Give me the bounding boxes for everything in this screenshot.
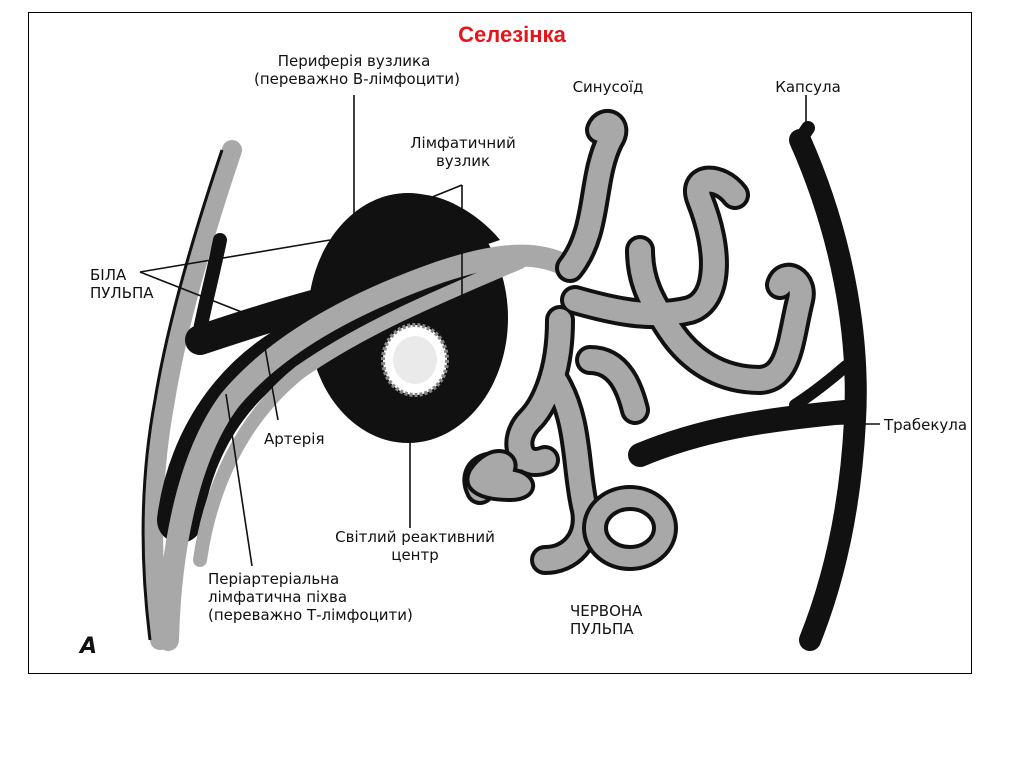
outer-gray-wall	[143, 140, 242, 650]
sinusoids-fill	[466, 113, 812, 571]
label-nodule-periphery-line1: Периферія вузлика	[277, 52, 431, 70]
label-red-pulp-line2: ПУЛЬПА	[570, 620, 634, 638]
slide-title: Селезінка	[458, 22, 566, 47]
central-artery	[157, 244, 581, 651]
label-red-pulp: ЧЕРВОНА ПУЛЬПА	[570, 602, 642, 638]
label-nodule-periphery-line2: (переважно В-лімфоцити)	[254, 70, 461, 88]
sinusoid-ring-fill	[586, 489, 674, 567]
label-lymph-nodule-line1: Лімфатичний	[410, 134, 516, 152]
trabecula-join	[789, 360, 852, 411]
trabecula	[628, 400, 857, 467]
label-white-pulp: БІЛА ПУЛЬПА	[90, 266, 154, 302]
capsule	[789, 129, 867, 651]
label-artery: Артерія	[264, 430, 325, 448]
label-lymph-nodule: Лімфатичний вузлик	[408, 134, 518, 170]
label-pals-line3: (переважно Т-лімфоцити)	[208, 606, 413, 624]
label-germinal-center-line1: Світлий реактивний	[335, 528, 495, 546]
sinusoid-blob	[465, 449, 536, 503]
nodule-bump	[410, 194, 500, 250]
germinal-center-core	[393, 336, 437, 384]
central-artery-inner	[193, 255, 527, 567]
label-white-pulp-line2: ПУЛЬПА	[90, 284, 154, 302]
leader-lines	[139, 95, 880, 567]
label-capsule: Капсула	[775, 78, 841, 96]
label-sinusoid: Синусоїд	[572, 78, 644, 96]
label-red-pulp-line1: ЧЕРВОНА	[570, 602, 643, 620]
label-trabecula: Трабекула	[884, 416, 968, 434]
label-pals-line1: Періартеріальна	[208, 570, 340, 588]
label-pals-line2: лімфатична піхва	[208, 588, 348, 606]
label-germinal-center: Світлий реактивний центр	[330, 528, 500, 564]
label-pals: Періартеріальна лімфатична піхва (перева…	[208, 570, 413, 624]
pals-notch	[193, 233, 227, 337]
panel-letter: А	[80, 634, 98, 659]
label-nodule-periphery: Периферія вузлика (переважно В-лімфоцити…	[254, 52, 461, 88]
label-germinal-center-line2: центр	[391, 546, 439, 564]
label-lymph-nodule-line2: вузлик	[435, 152, 491, 170]
outer-gray-wall-edge	[141, 149, 224, 641]
label-white-pulp-line1: БІЛА	[90, 266, 127, 284]
